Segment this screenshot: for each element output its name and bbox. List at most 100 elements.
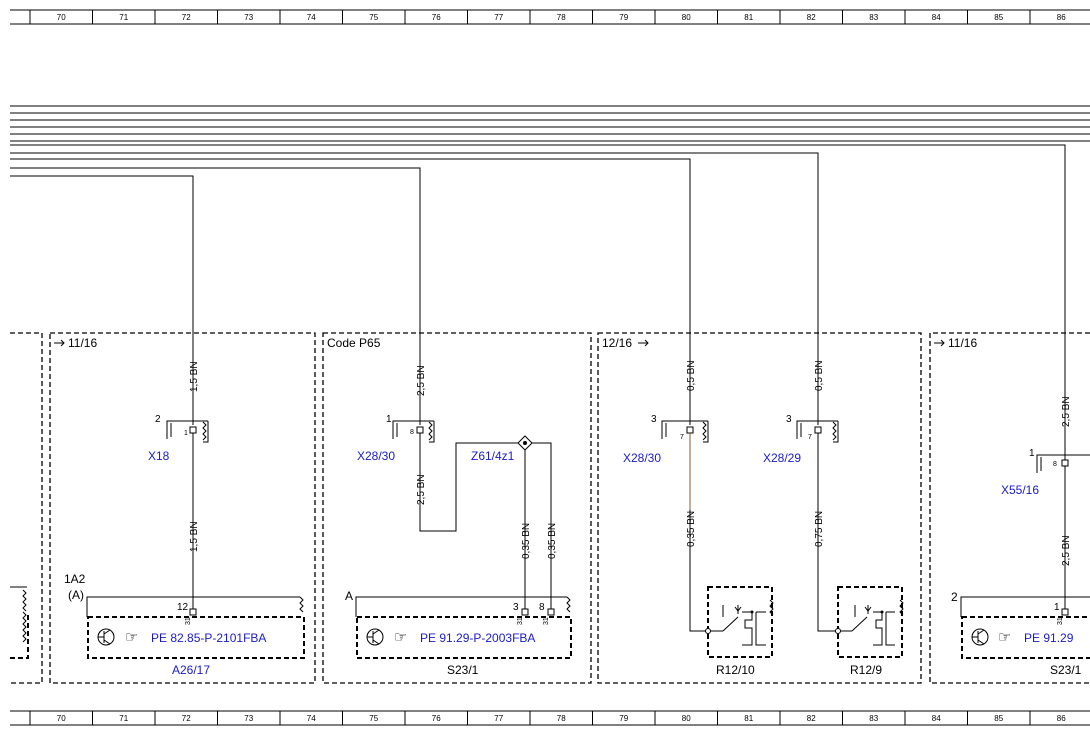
section-ref-4[interactable]: 11/16 [934,336,977,350]
ruler-column-number: 76 [432,13,441,22]
connector-x18[interactable]: 2 1 X18 [148,414,209,463]
component-r12-10-name: R12/10 [716,663,755,677]
connector-x55-16[interactable]: 1 8 X55/16 [1001,420,1090,497]
component-s23-name: S23/1 [447,663,479,677]
connector-pin: 1 [184,430,188,437]
ruler-column-number: 80 [682,13,691,22]
document-reference[interactable]: PE 91.29 [1024,631,1074,645]
connector-x28-30-a[interactable]: 1 8 X28/30 [357,414,435,463]
transistor-icon [97,628,115,646]
component-pin-sub-a: 31 [517,617,524,625]
section-headers: 11/16 Code P65 12/16 11/16 [54,336,977,350]
ruler-column-number: 73 [244,13,253,22]
hand-pointer-icon: ☞ [998,629,1011,646]
wire-label: 2,5 BN [416,365,427,396]
component-label-top: A [345,589,353,603]
connector-x28-30-b[interactable]: 3 7 X28/30 [623,414,709,465]
connector-x28-29-label[interactable]: X28/29 [763,451,801,465]
document-reference[interactable]: PE 91.29-P-2003FBA [420,631,535,645]
connector-x28-30-b-label[interactable]: X28/30 [623,451,661,465]
component-r12-9-name: R12/9 [850,663,882,677]
wire-label: 0,35 BN [521,523,532,559]
component-s23-1[interactable]: A 3 31 8 31 ☞ PE 91.29-P-2003FBA S23/1 [345,589,572,677]
connector-x28-30-label[interactable]: X28/30 [357,449,395,463]
wire-label: 2,5 BN [1061,535,1072,566]
section-boxes [10,332,1090,684]
section-1: 2 1 X18 1A2 (A) 12 31 [64,414,305,677]
component-pin: 1 [1054,602,1060,613]
component-label-paren: (A) [68,588,84,602]
component-label-top: 1A2 [64,572,86,586]
document-reference[interactable]: PE 82.85-P-2101FBA [151,631,266,645]
wire-labels: 1,5 BN 1,5 BN 2,5 BN 2,5 BN 0,35 BN 0,35… [189,360,1072,566]
wire-label: 1,5 BN [189,361,200,392]
ruler-column-number: 74 [307,13,316,22]
component-pin-b: 8 [539,602,545,613]
connector-x28-29[interactable]: 3 7 X28/29 [763,414,839,465]
section-2-ref: Code P65 [327,336,381,350]
component-s23-right-name: S23/1 [1050,663,1082,677]
wire-label: 2,5 BN [416,474,427,505]
component-pin-sub: 31 [185,617,192,625]
section-3: 3 7 X28/30 3 7 X28/29 [623,414,904,677]
wire-label: 1,5 BN [189,521,200,552]
wire-label: 0,5 BN [814,360,825,391]
component-a26-17[interactable]: 1A2 (A) 12 31 ☞ PE 82.85-P-2101FBA A26/1… [64,572,305,677]
ruler-column-number: 86 [1057,714,1066,723]
wire-label: 2,5 BN [1061,396,1072,427]
section-ref-3[interactable]: 12/16 [602,336,649,350]
splice-z61-4z1[interactable]: Z61/4z1 [471,435,533,463]
ruler-column-number: 84 [932,13,941,22]
ruler-column-number: 81 [744,714,753,723]
hand-pointer-icon: ☞ [394,629,407,646]
ruler-column-number: 79 [619,13,628,22]
connector-pin: 7 [680,434,684,441]
component-r12-10[interactable]: R12/10 [705,586,774,677]
wire-label: 0,35 BN [547,523,558,559]
ruler-column-number: 83 [869,13,878,22]
connector-pin: 7 [808,434,812,441]
ruler-column-number: 77 [494,714,503,723]
connector-x18-label[interactable]: X18 [148,449,170,463]
section-4-ref[interactable]: 11/16 [948,336,977,350]
component-label-top: 2 [951,590,958,604]
connector-x55-16-label[interactable]: X55/16 [1001,483,1039,497]
ruler-column-number: 71 [119,13,128,22]
ruler-column-number: 70 [57,13,66,22]
wire-label: 0,75 BN [814,511,825,547]
ruler-column-number: 85 [994,13,1003,22]
component-s23-1-right[interactable]: 2 1 31 ☞ PE 91.29 S23/1 [951,590,1090,677]
ruler-column-number: 75 [369,714,378,723]
ruler-column-number: 80 [682,714,691,723]
section-1-ref[interactable]: 11/16 [68,336,97,350]
bus-lines [10,105,1090,425]
ruler-column-number: 83 [869,714,878,723]
ruler-column-number: 86 [1057,13,1066,22]
component-a26-name[interactable]: A26/17 [172,663,210,677]
partial-component-left [10,586,29,659]
ruler-column-number: 78 [557,714,566,723]
component-pin: 12 [177,602,189,613]
ruler-column-number: 77 [494,13,503,22]
section-ref-1[interactable]: 11/16 [54,336,97,350]
splice-z61-label[interactable]: Z61/4z1 [471,449,515,463]
relay-heater-icon [835,605,895,646]
ruler-column-number: 74 [307,714,316,723]
ruler-column-number: 75 [369,13,378,22]
connector-position: 1 [1029,448,1035,459]
component-r12-9[interactable]: R12/9 [835,586,904,677]
ruler-column-number: 85 [994,714,1003,723]
connector-position: 1 [386,414,392,425]
connector-position: 3 [651,414,657,425]
ruler-column-number: 82 [807,13,816,22]
section-3-ref[interactable]: 12/16 [602,336,632,350]
wire-label: 0,35 BN [686,511,697,547]
ruler-column-number: 73 [244,714,253,723]
ruler-column-number: 72 [182,714,191,723]
ruler-column-number: 72 [182,13,191,22]
section-2: 1 8 X28/30 Z61/4z1 A 3 31 8 [345,414,572,677]
ruler-column-number: 76 [432,714,441,723]
